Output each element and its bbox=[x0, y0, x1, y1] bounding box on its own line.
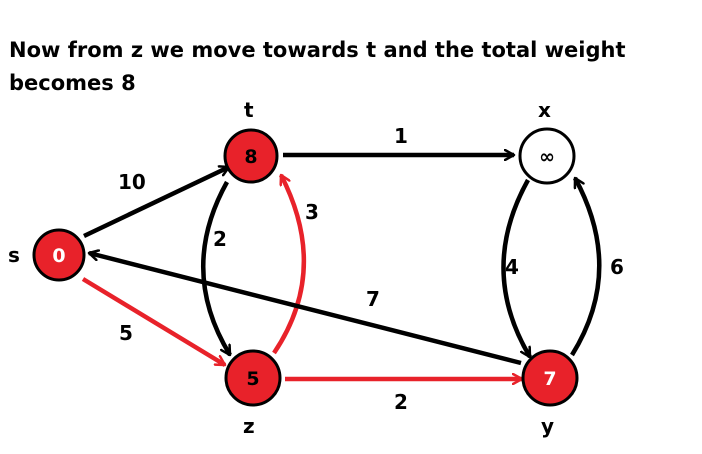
node-y: 7 bbox=[521, 349, 579, 407]
edge-s-z bbox=[81, 277, 225, 367]
node-name-t: t bbox=[244, 98, 254, 122]
weight-label-t-x: 1 bbox=[394, 124, 408, 148]
weight-label-s-z: 5 bbox=[119, 321, 133, 345]
node-x-circle bbox=[518, 127, 576, 185]
node-t: 8 bbox=[223, 128, 279, 184]
edge-t-z bbox=[201, 180, 232, 355]
weight-label-s-t: 10 bbox=[118, 170, 146, 194]
caption-line-2: becomes 8 bbox=[9, 71, 136, 95]
node-z-circle bbox=[224, 349, 282, 407]
edge-x-y bbox=[501, 178, 532, 357]
node-y-circle bbox=[521, 349, 579, 407]
edge-y-s bbox=[89, 253, 522, 366]
node-name-s: s bbox=[8, 243, 20, 267]
weight-label-t-z: 2 bbox=[213, 227, 227, 251]
node-x: ∞ bbox=[518, 127, 576, 185]
nodes: 0 8 ∞ 5 7 bbox=[32, 127, 579, 407]
node-name-x: x bbox=[538, 98, 551, 122]
node-y-value: 7 bbox=[543, 368, 556, 390]
node-name-y: y bbox=[541, 414, 554, 438]
node-x-value: ∞ bbox=[539, 146, 555, 168]
edge-weights: 10 5 1 2 3 4 6 7 2 bbox=[118, 124, 624, 414]
node-z-value: 5 bbox=[246, 368, 259, 390]
weight-label-z-y: 2 bbox=[394, 390, 408, 414]
node-names: s t x z y bbox=[8, 98, 554, 438]
weight-label-z-t: 3 bbox=[305, 200, 319, 224]
node-s-circle bbox=[32, 228, 86, 282]
node-name-z: z bbox=[243, 414, 255, 438]
edge-y-x bbox=[570, 178, 602, 357]
caption: Now from z we move towards t and the tot… bbox=[9, 34, 689, 100]
caption-line-1: Now from z we move towards t and the tot… bbox=[9, 38, 626, 62]
weight-label-y-x: 6 bbox=[610, 255, 624, 279]
weight-label-x-y: 4 bbox=[505, 255, 519, 279]
edge-z-t bbox=[272, 175, 307, 355]
node-z: 5 bbox=[224, 349, 282, 407]
weight-label-y-s: 7 bbox=[366, 287, 380, 311]
node-s: 0 bbox=[32, 228, 86, 282]
node-s-value: 0 bbox=[52, 245, 65, 267]
node-t-value: 8 bbox=[244, 146, 257, 168]
node-t-circle bbox=[223, 128, 279, 184]
edge-s-t bbox=[83, 164, 229, 239]
edges bbox=[81, 155, 602, 379]
